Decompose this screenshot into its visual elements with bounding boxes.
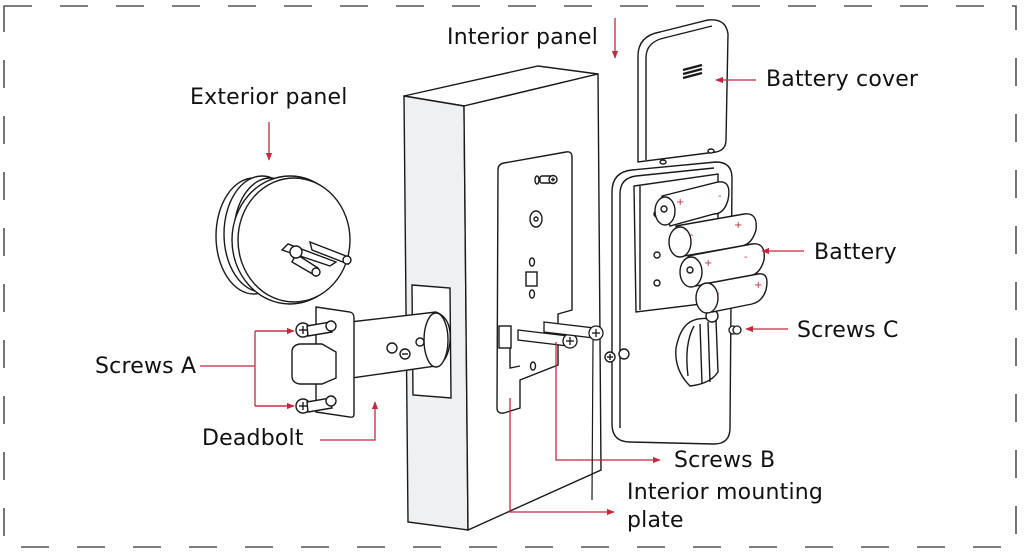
batteries: + - - + + - - +: [654, 181, 768, 314]
label-screws-b: Screws B: [674, 448, 776, 473]
battery-cover: [637, 19, 729, 165]
label-battery: Battery: [814, 240, 897, 265]
exterior-panel: [215, 175, 352, 305]
leader-screws-a: [200, 330, 293, 407]
label-exterior-panel: Exterior panel: [190, 85, 348, 110]
leader-lines: [200, 18, 804, 516]
deadbolt: [291, 306, 451, 418]
leader-deadbolt: [320, 401, 379, 441]
leader-screws-b: [555, 342, 661, 464]
vent-slots: [682, 63, 703, 80]
battery-polarity-marks: + - - + + - - +: [676, 191, 762, 299]
minus-mark: -: [718, 191, 722, 202]
interior-mounting-plate: [496, 151, 573, 414]
label-interior-mounting-plate-line1: Interior mounting: [627, 480, 824, 505]
label-screws-a: Screws A: [95, 354, 197, 379]
screws-c: [728, 325, 742, 335]
plus-mark: +: [734, 220, 742, 231]
leader-interior-mounting-plate: [509, 398, 615, 516]
minus-mark: -: [690, 230, 694, 241]
plus-mark: +: [704, 258, 712, 269]
label-screws-c: Screws C: [797, 318, 899, 343]
plus-mark: +: [754, 280, 762, 291]
label-deadbolt: Deadbolt: [202, 426, 304, 451]
dashed-border: [3, 5, 1017, 548]
label-battery-cover: Battery cover: [766, 67, 919, 92]
battery-4: [695, 273, 768, 314]
plus-mark: +: [676, 197, 684, 208]
minus-mark: -: [716, 288, 720, 299]
screws-b-guide-line: [591, 339, 594, 501]
label-interior-mounting-plate-line2: plate: [627, 508, 684, 533]
label-interior-panel: Interior panel: [447, 25, 599, 50]
battery-1: [654, 181, 730, 227]
minus-mark: -: [744, 252, 748, 263]
